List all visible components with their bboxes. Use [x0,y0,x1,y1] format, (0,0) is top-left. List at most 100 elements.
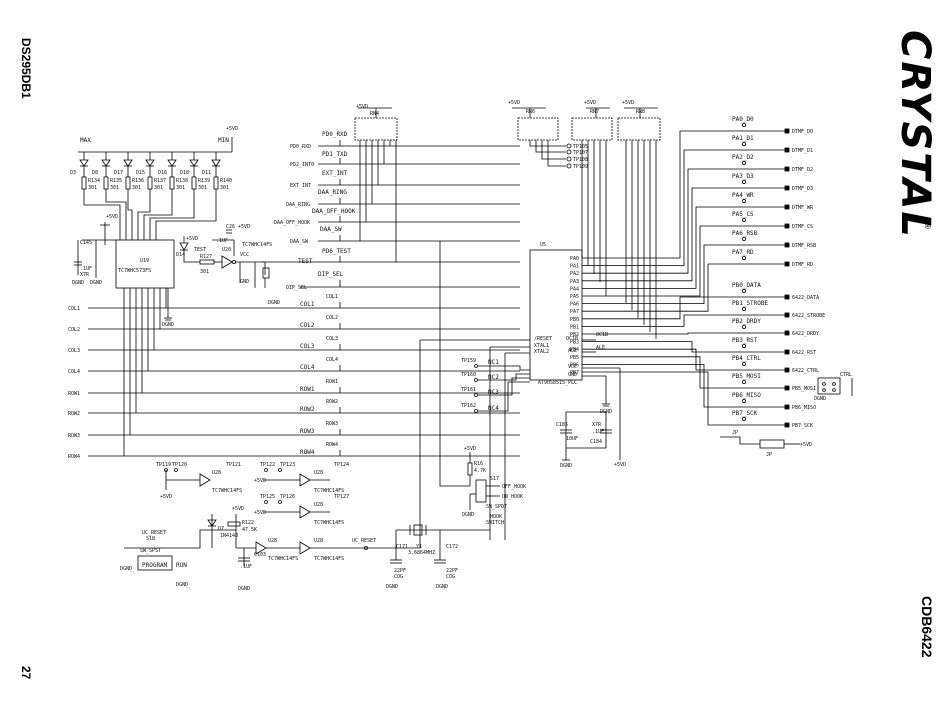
port-terminal [784,385,790,391]
resistor-ref: R136 [132,178,144,184]
c172-cog: COG [446,574,455,580]
tp162: TP162 [461,403,476,409]
u5-pin-label: PA3 [570,279,579,285]
xtal-dgnd-b: DGND [436,584,448,590]
reset-dgnd-a: DGND [120,566,132,572]
port-output-label: 6422_DRDY [792,331,819,337]
right-net-line [582,263,785,312]
s17-dgnd: DGND [462,512,474,518]
daa-off-hook-port: DAA_OFF_HOOK [274,220,310,226]
u29-ref-reset: U28 [314,538,323,544]
resistor-value: 301 [154,185,163,191]
tp160: TP160 [461,372,476,378]
uc-reset-net: UC_RESET [352,538,376,544]
board-title: CDB6422 [919,596,935,658]
rn8-vcc: +5VD [622,100,634,106]
min-label: MIN [218,137,229,144]
port-net-label: PA5_CS [732,211,754,218]
row4-port: ROW4 [68,454,80,460]
tp159: TP159 [461,358,476,364]
resistor-ref: R139 [198,178,210,184]
xtal-dgnd-a: DGND [386,584,398,590]
col3-net: COL3 [300,343,315,350]
pd0-rxd-port: PD0_RXD [290,144,311,150]
u5-pin-label: PB3 [570,340,579,346]
port-net-label: PA4_WR [732,192,754,199]
row1-port: ROW1 [68,391,80,397]
port-testpoint [742,379,747,384]
port-terminal [784,223,790,229]
u5-ale: ALE [568,348,577,354]
port-testpoint [742,324,747,329]
u5-oc1b: OC1B [566,336,578,342]
port-output-label: PB6_MISO [792,405,816,411]
crystal-block [390,524,490,564]
port-terminal [784,349,790,355]
port-net-label: PA1_D1 [732,135,754,142]
port-net-label: PA6_RSB [732,230,758,237]
c145-x7r: X7R [80,272,90,278]
right-net-line [582,296,785,320]
port-terminal [784,147,790,153]
port-output-label: PB7_SCK [792,423,813,429]
u20-ref: U20 [222,247,231,253]
right-net-line [582,371,785,426]
rn7-ref: RN7 [590,109,599,115]
c184-x7r: X7R [592,422,602,428]
row2-tag: ROW2 [326,399,338,405]
test-net: TEST [298,258,313,265]
u5-pin-label: PB1 [570,324,579,330]
port-output-label: 6422_RST [792,350,816,356]
port-output-label: DTMF_WR [792,205,814,211]
col2-tag: COL2 [326,315,338,321]
test-led-block [179,229,270,288]
resistor-ref: R140 [220,178,232,184]
port-net-label: PB1_STROBE [732,300,769,307]
u5-vcc-rail: +5VD [614,462,626,468]
c184-value: .1UF [592,429,604,435]
row3-net: ROW3 [300,428,315,435]
daa-sw-net: DAA_SW [320,226,342,233]
right-net-line [582,332,785,335]
right-net-line [582,225,785,297]
resistor-value: 301 [198,185,207,191]
port-net-label: PA7_RD [732,249,754,256]
u19-dgnd2: DGND [90,280,102,286]
tp105: TP105 [573,144,588,150]
u5-pin-label: PA0 [570,256,579,262]
daa-off-hook-net: DAA_OFF_HOOK [312,208,356,215]
tp122: TP122 [260,462,275,468]
port-testpoint [742,288,747,293]
daa-ring-net: DAA_RING [318,189,347,196]
uc-reset-label: UC_RESET [142,530,166,536]
right-net-line [582,187,785,282]
tp108: TP108 [573,157,588,163]
rn6-ref: RN6 [526,109,535,115]
u5-pin-label: PB7 [570,370,579,376]
port-testpoint [742,416,747,421]
tp124: TP124 [334,462,349,468]
row3-tag: ROW3 [326,421,338,427]
c172-ref: C172 [446,544,458,550]
c103-ref: C103 [254,552,266,558]
u20-vcc: VCC [240,252,249,258]
tp125: TP125 [260,494,275,500]
c171-value: 22PF [394,568,406,574]
u5-pin-label: PA6 [570,302,579,308]
registered-mark: ® [923,222,932,230]
u5-pin-label: PA7 [570,309,579,315]
u28-part-b: TC7WHC14FS [314,488,344,494]
top-networks [512,107,661,339]
r16-value: 4.7K [474,468,486,474]
u28-ref-a: U28 [212,470,221,476]
u28-ref-c: U28 [314,502,323,508]
reset-vcc: +5VD [232,506,244,512]
u5-mcu [419,249,621,540]
u5-pin-label: PA1 [570,264,579,270]
resistor-ref: R135 [110,178,122,184]
port-output-label: DTMF_D2 [792,167,813,173]
resistor-ref: R134 [88,178,100,184]
port-net-label: PB5_MOSI [732,373,761,380]
oc1b-tp: OC1B [596,332,608,338]
